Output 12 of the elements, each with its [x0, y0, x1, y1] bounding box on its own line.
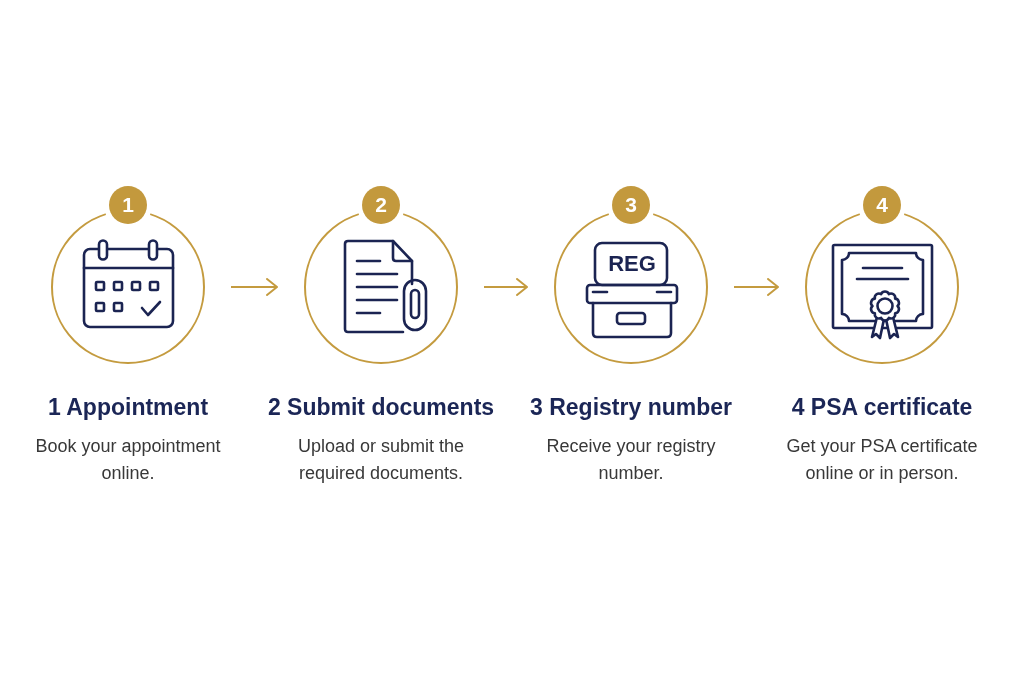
step-description: Receive your registry number.	[545, 435, 717, 485]
step-description: Upload or submit the required documents.	[296, 435, 466, 485]
arrow	[483, 278, 528, 296]
arrow	[230, 278, 278, 296]
arrow	[733, 278, 779, 296]
step-title: 3 Registry number	[530, 394, 732, 420]
step-description: Book your appointment online.	[34, 435, 222, 485]
step-description: Get your PSA certificate online or in person.	[785, 435, 979, 485]
step-title: 2 Submit documents	[267, 394, 495, 420]
step-title: 4 PSA certificate	[791, 394, 973, 420]
card-label: REG	[608, 252, 656, 276]
step-title: 1 Appointment	[47, 394, 209, 420]
